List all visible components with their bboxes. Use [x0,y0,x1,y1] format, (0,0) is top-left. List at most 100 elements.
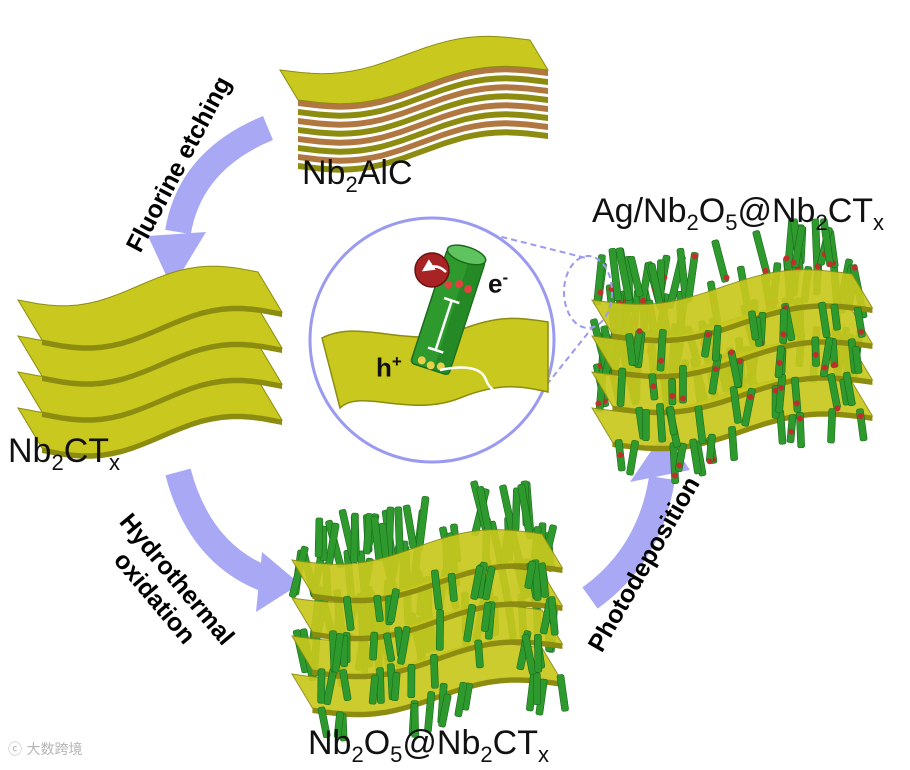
ag-nanoparticle [723,274,730,281]
nb2o5-rod [786,414,797,444]
nb2o5-rod [435,609,444,651]
ag-nanoparticle [858,328,865,335]
max-layer-edge [298,102,548,146]
nb2o5-rod [547,596,559,636]
nb2o5-rod [791,376,802,413]
nb2o5-rod [608,247,622,302]
ag-nanoparticle [834,405,841,412]
ag-nanoparticle [669,392,676,399]
rod-body [454,681,468,718]
label-nb2o5-nb2ctx: Nb2O5@Nb2CTx [308,724,549,767]
rod-body [818,301,831,338]
ag-nanoparticle [595,400,602,407]
ag-nanoparticle [597,289,604,296]
rod-body [317,668,326,704]
nb2o5-rod [656,329,667,372]
nb2ctx-sheets [16,265,284,459]
rod-body [463,603,476,643]
rod-body [390,672,401,702]
label-ag-nb2o5-nb2ctx: Ag/Nb2O5@Nb2CTx [592,192,885,235]
nb2o5-rod [701,329,713,358]
nb2o5-rod [656,402,667,443]
nb2o5-rod [390,672,401,702]
sheet-edge [612,375,873,416]
rod-body [342,595,355,631]
rod-body [383,632,396,662]
nb2o5-rod [482,566,496,601]
nb2o5-rod [369,631,379,661]
nb2o5-rod [818,301,831,338]
nb2o5-rod [727,349,742,388]
nb2o5-rod [790,225,806,268]
nb2o5-rod [373,594,384,623]
ag-nanoparticle [706,458,713,465]
zoom-indicator [481,231,613,409]
nb2o5-rod [627,255,644,298]
rod-body [711,324,722,362]
rod-body [533,672,542,706]
rod-body [616,367,627,407]
nb2o5-rod [524,560,537,589]
rod-body [791,225,806,268]
mxene-sheet-edge [42,378,282,423]
ag-nanoparticle [680,395,687,402]
nb2o5-rod [741,387,756,427]
nb2o5-rod [827,373,841,412]
ag-nanoparticle [814,263,821,270]
sheet-edge [612,411,873,452]
sheet-edge [312,677,563,718]
nb2o5-rod [648,373,659,401]
watermark: ⓒ 大数跨境 [8,742,83,758]
nb2o5-rod [521,633,537,675]
ag-nanoparticle [821,364,828,371]
nb2o5-rod [811,336,820,367]
nb2o5-rod [314,517,324,558]
nb2o5-rod [407,664,416,699]
sheet-layer [291,529,564,599]
rod-body [331,632,344,673]
rod-body [534,634,543,673]
nb2o5-rod [333,711,344,739]
rod-body [608,247,622,302]
rod-body [852,345,863,374]
rod-body [656,402,667,443]
rod-body [786,414,797,444]
rod-body [394,506,404,556]
nb2o5-rod-inset [410,244,487,376]
max-layer-edge [298,111,548,155]
rod-body [711,239,729,283]
rod-body [627,255,644,298]
nb2o5-rod [669,442,680,484]
nb2o5-rod [397,625,411,665]
nb2o5-rod [424,691,436,733]
rod-body [362,513,374,555]
nb2o5-rod [593,254,606,306]
nb2o5-rod [556,674,569,712]
nb2o5-rod [748,310,760,341]
ag-nanoparticle [812,351,819,358]
rod-body [482,566,496,601]
rod-body [317,706,331,739]
rod-body [350,512,359,563]
rod-body [430,569,443,611]
nb2o5-rod [480,601,492,633]
rod-body [438,693,452,728]
rod-body [625,333,637,366]
ag-nanoparticle [831,361,838,368]
mxene-sheet-edge [42,342,282,387]
nb2o5-rod [430,654,439,689]
nb2o5-rod [430,569,443,611]
rod-body [668,378,677,406]
nb2o5-rod [775,373,787,414]
ag-nanoparticle [617,452,624,459]
nb2o5-rod [615,247,633,301]
nb2o5-rod [454,681,468,718]
ag-nanoparticle [705,331,712,338]
nb2o5-rod [694,405,707,445]
rod-body [729,386,742,424]
nb2o5-rod [796,411,805,449]
nb2o5-rod [729,386,742,424]
rod-body [694,405,707,445]
ag-nanoparticle [676,462,683,469]
